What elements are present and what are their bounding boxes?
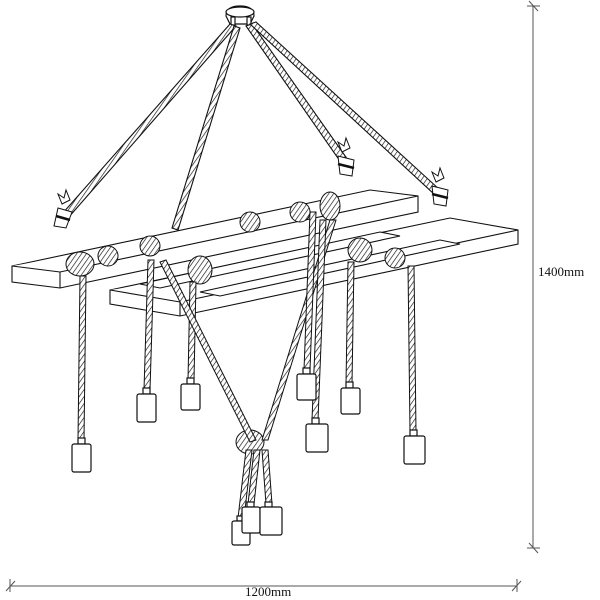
lamp-holder (71, 437, 92, 473)
lamp-holder (305, 417, 329, 453)
lamp-holder (403, 429, 426, 465)
rope-clamps (53, 136, 449, 229)
suspension-ropes (61, 21, 441, 231)
lamp-holder (259, 501, 283, 536)
height-dimension-line (527, 0, 540, 554)
lamp-holder (296, 367, 317, 401)
wooden-frame (11, 189, 519, 317)
height-dimension-label: 1400mm (538, 264, 585, 279)
lamp-holder (180, 377, 201, 411)
width-dimension-label: 1200mm (245, 584, 292, 599)
lamp-holder (136, 387, 157, 423)
rope-wraps (65, 191, 406, 455)
lamp-holder (241, 501, 261, 534)
lamp-holders (71, 367, 426, 546)
lamp-holder (340, 381, 361, 415)
width-dimension-line (5, 579, 522, 592)
ceiling-canopy (225, 5, 255, 26)
